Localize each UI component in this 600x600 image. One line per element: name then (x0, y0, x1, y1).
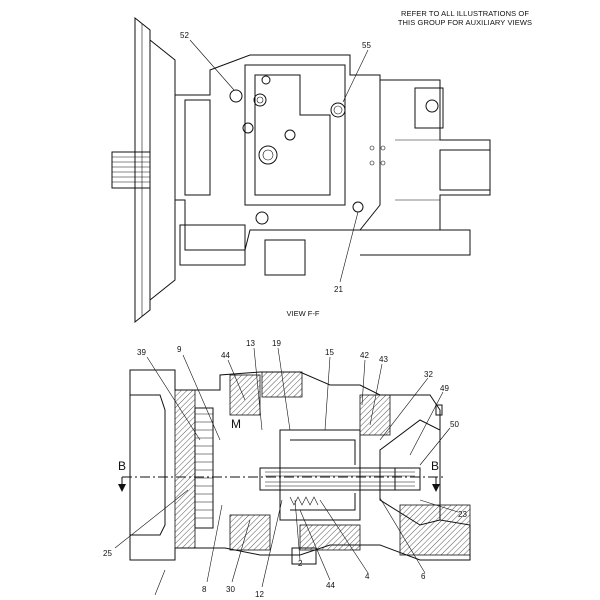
callout-19: 19 (272, 339, 281, 348)
callout-4: 4 (365, 572, 370, 581)
callout-39: 39 (137, 348, 146, 357)
section-marker-b-right: B (431, 459, 439, 473)
callout-44-bottom: 44 (326, 581, 335, 590)
callout-55: 55 (362, 41, 371, 50)
callout-43: 43 (379, 355, 388, 364)
callout-44-top: 44 (221, 351, 230, 360)
top-leaders (189, 39, 369, 283)
section-view-pump (129, 369, 471, 565)
callout-13: 13 (246, 339, 255, 348)
view-label: VIEW F-F (286, 309, 320, 318)
callout-21: 21 (334, 285, 343, 294)
auxiliary-views-note: REFER TO ALL ILLUSTRATIONS OF THIS GROUP… (360, 9, 570, 27)
callout-8: 8 (202, 585, 207, 594)
section-marker-b-left: B (118, 459, 126, 473)
callout-52: 52 (180, 31, 189, 40)
callout-6: 6 (421, 572, 426, 581)
callout-42: 42 (360, 351, 369, 360)
callout-32: 32 (424, 370, 433, 379)
callout-49: 49 (440, 384, 449, 393)
callout-12: 12 (255, 590, 264, 599)
section-leaders (114, 347, 459, 596)
callout-25: 25 (103, 549, 112, 558)
section-marker-m: M (231, 417, 241, 431)
top-view-pump (111, 16, 491, 324)
callout-30: 30 (226, 585, 235, 594)
callout-15: 15 (325, 348, 334, 357)
callout-50: 50 (450, 420, 459, 429)
note-line-1: REFER TO ALL ILLUSTRATIONS OF (400, 9, 530, 18)
note-line-2: THIS GROUP FOR AUXILIARY VIEWS (397, 18, 533, 27)
callout-2: 2 (298, 559, 303, 568)
callout-23: 23 (458, 510, 467, 519)
section-line-b (118, 476, 445, 492)
callout-9: 9 (177, 345, 182, 354)
